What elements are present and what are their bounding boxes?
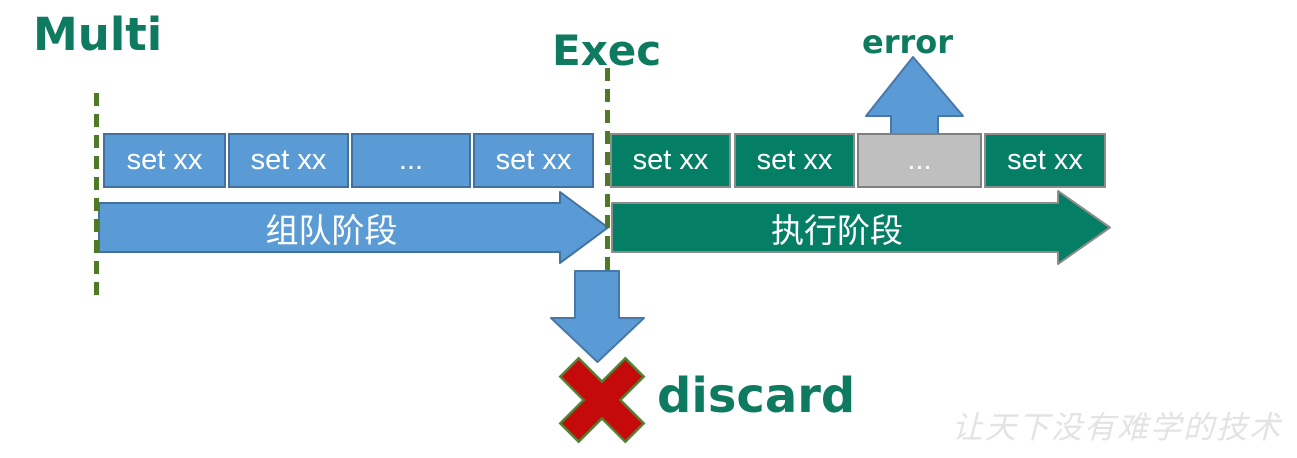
discard-x-icon (558, 356, 646, 444)
exec-command-box: set xx (610, 133, 731, 188)
exec-command-box: set xx (984, 133, 1106, 188)
exec-phase-arrow-shape (611, 190, 1111, 265)
multi-dashed-line (94, 93, 99, 303)
watermark: 让天下没有难学的技术 (952, 410, 1282, 446)
queue-command-box: set xx (103, 133, 226, 188)
queue-phase-arrow-shape (98, 191, 609, 264)
queue-command-box: set xx (473, 133, 594, 188)
exec-error-ellipsis-box: ... (857, 133, 982, 188)
queue-command-box: set xx (228, 133, 349, 188)
exec-command-box: set xx (734, 133, 855, 188)
exec-dashed-line (605, 68, 610, 273)
error-up-arrow (865, 56, 964, 135)
discard-down-arrow (550, 270, 645, 363)
error-label: error (862, 23, 954, 61)
exec-label: Exec (552, 26, 662, 75)
multi-label: Multi (33, 8, 163, 61)
discard-label: discard (657, 368, 856, 424)
queue-ellipsis-box: ... (351, 133, 471, 188)
